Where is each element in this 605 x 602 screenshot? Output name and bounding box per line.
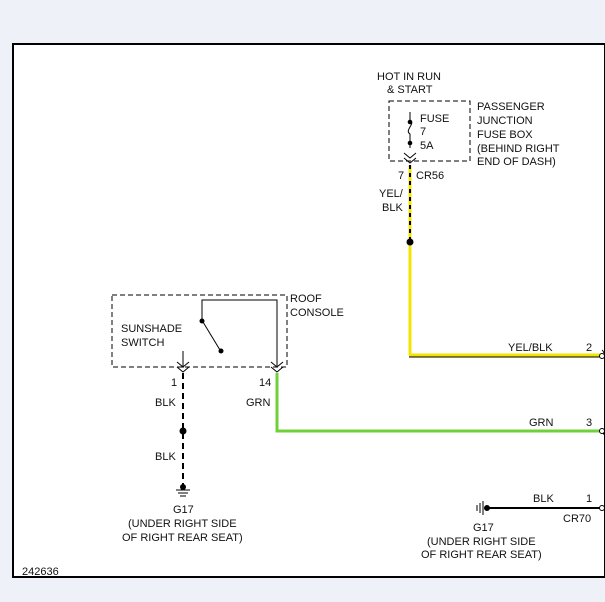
fuse-box-name-line-2: JUNCTION	[477, 115, 533, 127]
ground-left-dot	[180, 484, 186, 490]
fuse-box-name-line-5: END OF DASH)	[477, 156, 556, 168]
fuse-number: 7	[420, 126, 426, 138]
sunshade-switch-label-2: SWITCH	[121, 337, 164, 349]
wire-yel-blk-right-label: YEL/BLK	[508, 342, 553, 354]
wire-grn-pin: 3	[586, 417, 592, 429]
ground-left-name: G17	[173, 504, 194, 516]
connector-symbol-cr56	[403, 152, 417, 164]
connector-pin-1-symbol	[176, 361, 190, 373]
wire-grn-label-right: GRN	[529, 417, 554, 429]
switch-pin-1: 1	[171, 377, 177, 389]
fuse-box-pin: 7	[398, 170, 404, 182]
ground-right-location-1: (UNDER RIGHT SIDE	[427, 536, 536, 548]
wire-blk-splice	[179, 427, 187, 435]
right-edge-pin-1-dot	[599, 505, 605, 511]
wire-blk-left: BLK BLK	[155, 373, 187, 486]
fuse-terminal-bottom	[407, 140, 413, 146]
roof-console-outline	[111, 294, 288, 368]
roof-console-label-2: CONSOLE	[290, 307, 344, 319]
ground-g17-right: BLK 1 CR70 G17 (UNDER RIGHT SIDE OF RIGH…	[421, 493, 602, 561]
wire-blk-label-lower: BLK	[155, 451, 176, 463]
passenger-junction-fuse-box: HOT IN RUN & START FUSE 7 5A 7 CR56 PASS…	[377, 71, 560, 182]
ground-right-dot	[484, 505, 490, 511]
switch-internal-wire	[201, 299, 278, 366]
fuse-terminal-top	[407, 119, 413, 125]
wire-yel-blk-label-1: YEL/	[379, 188, 404, 200]
wire-yel-blk-splice	[406, 238, 414, 246]
switch-pin-14: 14	[259, 377, 271, 389]
ground-right-wire-label: BLK	[533, 493, 554, 505]
ground-right-location-2: OF RIGHT REAR SEAT)	[421, 549, 542, 561]
fuse-box-name-line-1: PASSENGER	[477, 101, 545, 113]
wire-yel-blk: YEL/ BLK YEL/BLK 2	[379, 165, 602, 358]
figure-id: 242636	[22, 566, 59, 578]
ground-g17-left: G17 (UNDER RIGHT SIDE OF RIGHT REAR SEAT…	[122, 484, 243, 544]
switch-lever	[202, 321, 221, 351]
connector-pin-14-symbol	[270, 361, 284, 373]
sunshade-switch-label-1: SUNSHADE	[121, 323, 182, 335]
wire-grn-label-left: GRN	[246, 397, 271, 409]
wire-yel-blk-pin: 2	[586, 342, 592, 354]
ground-right-icon	[476, 501, 484, 515]
connector-cr56-label: CR56	[416, 170, 444, 182]
fuse-rating: 5A	[420, 140, 434, 152]
right-edge-pin-3-dot	[599, 428, 605, 434]
fuse-box-outline	[388, 100, 471, 162]
ground-left-location-2: OF RIGHT REAR SEAT)	[122, 532, 243, 544]
ground-right-name: G17	[473, 522, 494, 534]
fuse-label: FUSE	[420, 113, 449, 125]
wire-blk-label-upper: BLK	[155, 397, 176, 409]
wire-grn: GRN GRN 3	[246, 373, 602, 433]
roof-console: ROOF CONSOLE SUNSHADE SWITCH 1 14	[111, 293, 344, 389]
and-start-label: & START	[387, 84, 433, 96]
roof-console-label-1: ROOF	[290, 293, 322, 305]
ground-left-location-1: (UNDER RIGHT SIDE	[128, 518, 237, 530]
wire-yel-blk-label-2: BLK	[382, 202, 403, 214]
diagram-sheet	[12, 43, 605, 578]
ground-right-pin: 1	[586, 493, 592, 505]
connector-cr70-label: CR70	[563, 513, 591, 525]
ground-left-icon	[176, 489, 190, 497]
right-edge-pin-2-dot	[599, 353, 605, 359]
wire-grn-path	[275, 373, 602, 433]
fuse-box-name-line-3: FUSE BOX	[477, 129, 533, 141]
hot-in-run-label: HOT IN RUN	[377, 71, 441, 83]
fuse-box-name-line-4: (BEHIND RIGHT	[477, 143, 560, 155]
